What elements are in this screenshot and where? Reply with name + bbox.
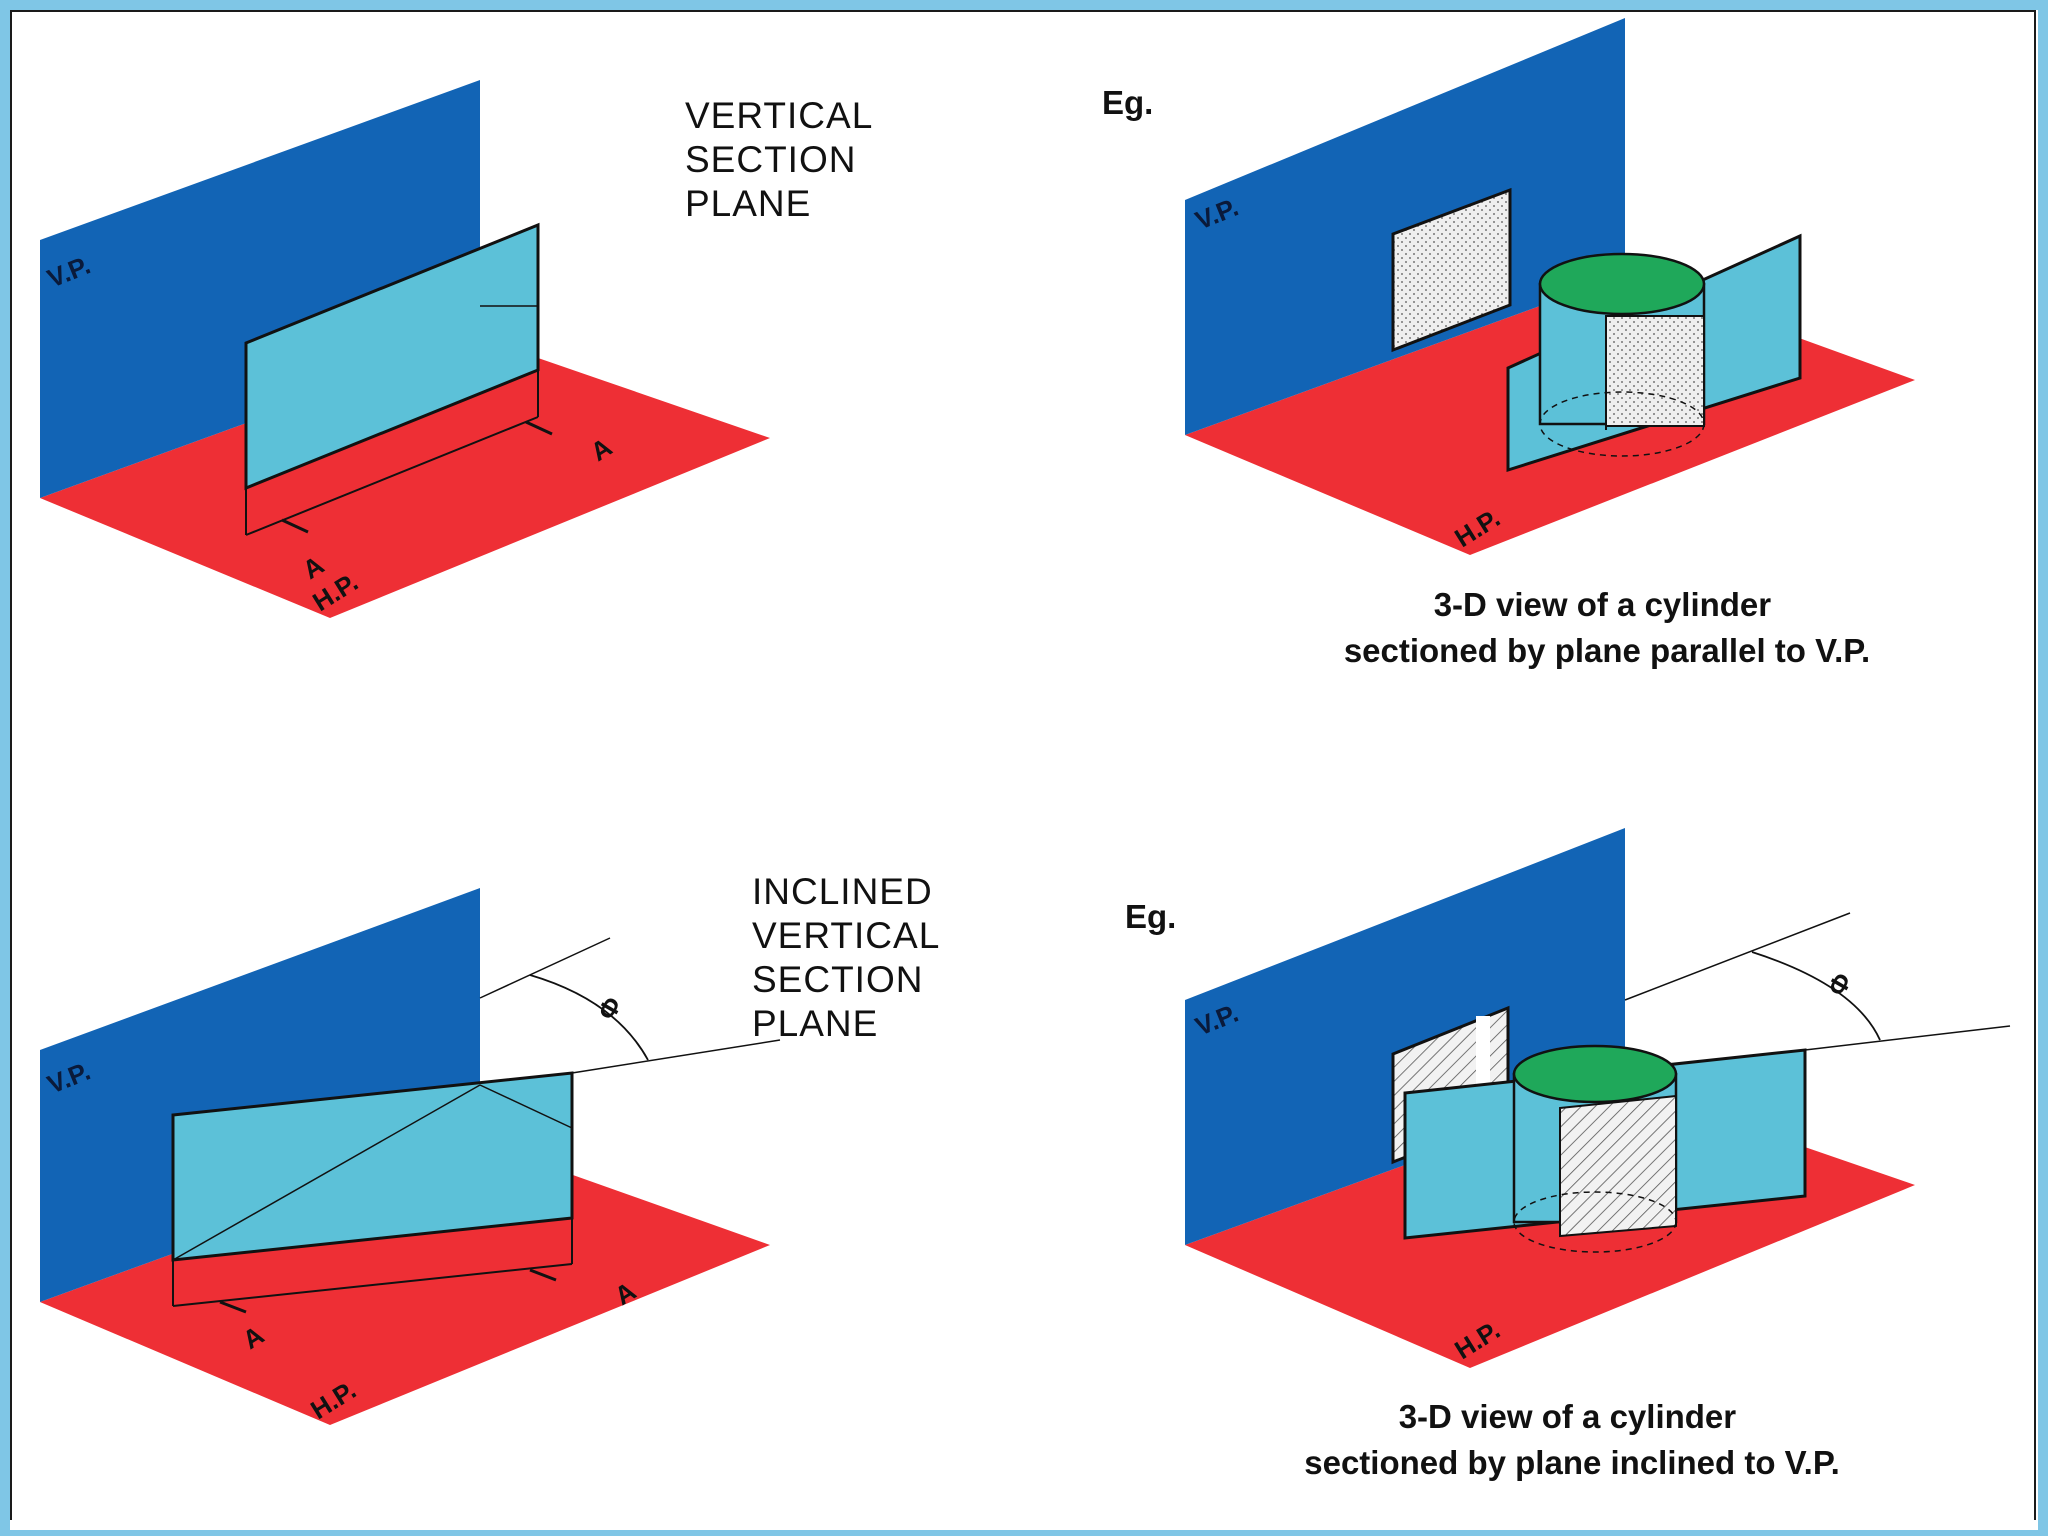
heading-line: VERTICAL: [685, 95, 872, 136]
heading: VERTICAL SECTION PLANE: [685, 95, 883, 224]
panel-cylinder-inclined-section: Φ V.P. H.P. Eg. 3-D view of a cylinder s…: [1125, 828, 2011, 1481]
eg-label: Eg.: [1102, 84, 1153, 121]
eg-label: Eg.: [1125, 898, 1176, 935]
reference-line: [571, 1039, 781, 1074]
inner-border: [10, 10, 2036, 1520]
heading-line: SECTION: [752, 959, 923, 1000]
projected-section-on-vp: [1391, 187, 1512, 353]
reference-line: [1804, 1025, 2011, 1051]
panel-inclined-vertical-section-plane: Φ V.P. H.P. A A INCLINED VERTICAL SECTIO…: [40, 871, 950, 1425]
panel-cylinder-parallel-section: V.P. H.P. Eg. 3-D view of a cylinder sec…: [1102, 18, 1915, 669]
vertical-plane: [40, 80, 480, 498]
cutting-arrow: [281, 518, 309, 534]
caption-line: sectioned by plane inclined to V.P.: [1304, 1444, 1840, 1481]
caption: 3-D view of a cylinder sectioned by plan…: [1344, 586, 1870, 669]
angle-arc: [1751, 951, 1881, 1041]
cylinder-bottom: [1539, 391, 1705, 457]
heading-line: PLANE: [685, 183, 811, 224]
cut-section-face: [1559, 1094, 1677, 1238]
heading-line: SECTION: [685, 139, 856, 180]
horizontal-plane: [40, 1142, 770, 1425]
panel-vertical-section-plane: V.P. H.P. A A VERTICAL SECTION PLANE: [40, 80, 883, 618]
reference-line: [479, 937, 611, 999]
cylinder-top: [1538, 252, 1706, 316]
cut-section-face: [1605, 315, 1705, 427]
heading: INCLINED VERTICAL SECTION PLANE: [752, 871, 950, 1044]
caption: 3-D view of a cylinder sectioned by plan…: [1304, 1398, 1840, 1481]
angle-arc: [529, 974, 649, 1061]
trace-line: [172, 1263, 573, 1307]
cutting-arrow: [525, 420, 553, 436]
cutting-arrow: [529, 1268, 557, 1282]
reference-line: [1624, 912, 1851, 1001]
heading-line: INCLINED: [752, 871, 933, 912]
caption-line: 3-D view of a cylinder: [1434, 586, 1772, 623]
caption-line: sectioned by plane parallel to V.P.: [1344, 632, 1870, 669]
caption-line: 3-D view of a cylinder: [1399, 1398, 1737, 1435]
cylinder-bottom: [1513, 1191, 1677, 1253]
heading-line: VERTICAL: [752, 915, 939, 956]
heading-line: PLANE: [752, 1003, 878, 1044]
angle-label: Φ: [591, 992, 628, 1025]
vertical-plane: [1185, 18, 1625, 435]
plane-intersection: [172, 1084, 481, 1261]
plane-intersection: [479, 1084, 573, 1129]
horizontal-plane: [40, 338, 770, 618]
cylinder-top: [1512, 1044, 1678, 1104]
vertical-plane: [1185, 828, 1625, 1245]
angle-label: Φ: [1821, 968, 1858, 1001]
trace-line: [245, 416, 539, 536]
vertical-plane: [40, 888, 480, 1302]
cutting-arrow: [219, 1300, 247, 1314]
